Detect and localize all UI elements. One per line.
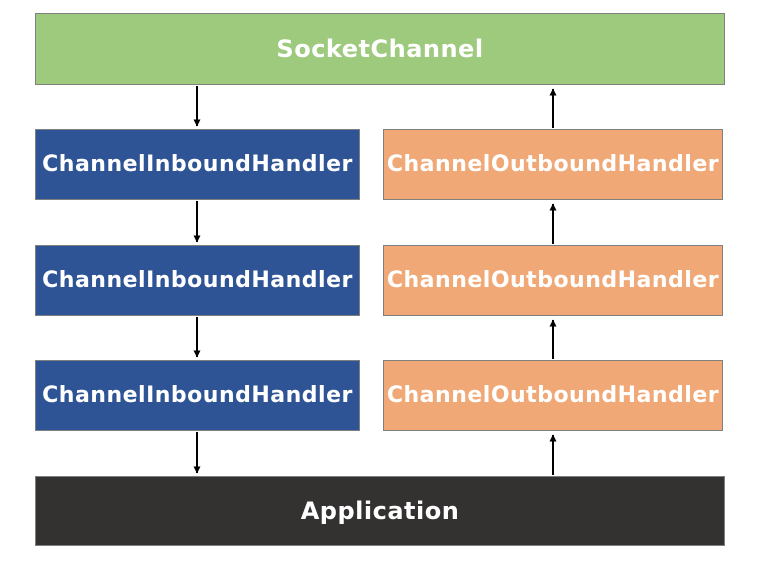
- outbound-handler-label-2: ChannelOutboundHandler: [386, 268, 720, 293]
- socket-channel-box: SocketChannel: [35, 13, 725, 85]
- inbound-handler-label-2: ChannelInboundHandler: [42, 268, 353, 293]
- inbound-handler-label-1: ChannelInboundHandler: [42, 152, 353, 177]
- inbound-handler-box-3: ChannelInboundHandler: [35, 360, 360, 431]
- outbound-handler-label-3: ChannelOutboundHandler: [386, 383, 720, 408]
- outbound-handler-box-3: ChannelOutboundHandler: [383, 360, 723, 431]
- inbound-handler-box-1: ChannelInboundHandler: [35, 129, 360, 200]
- outbound-handler-label-1: ChannelOutboundHandler: [386, 152, 720, 177]
- outbound-handler-box-2: ChannelOutboundHandler: [383, 245, 723, 316]
- socket-channel-label: SocketChannel: [276, 35, 484, 63]
- application-label: Application: [300, 497, 460, 525]
- inbound-handler-label-3: ChannelInboundHandler: [42, 383, 353, 408]
- inbound-handler-box-2: ChannelInboundHandler: [35, 245, 360, 316]
- outbound-handler-box-1: ChannelOutboundHandler: [383, 129, 723, 200]
- application-box: Application: [35, 476, 725, 546]
